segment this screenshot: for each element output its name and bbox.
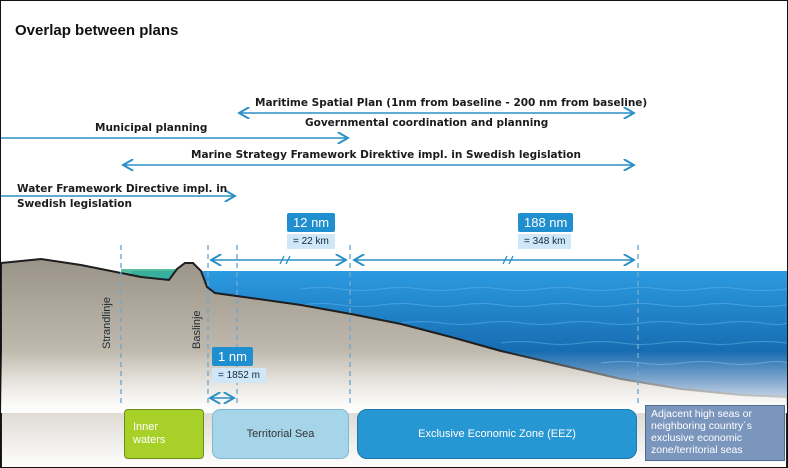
bottom-fade bbox=[1, 351, 787, 413]
zone-inner-line1: Inner bbox=[133, 421, 159, 433]
msp-label: Maritime Spatial Plan (1nm from baseline… bbox=[255, 97, 648, 109]
wfd-label-line1: Water Framework Directive impl. in bbox=[17, 183, 228, 195]
eez-nm: 188 nm bbox=[518, 213, 574, 232]
eez-distance-box: 188 nm = 348 km bbox=[518, 213, 574, 249]
zone-adjacent-line1: Adjacent high seas or bbox=[651, 408, 752, 420]
baseline-m: = 1852 m bbox=[212, 368, 266, 383]
gov-label: Governmental coordination and planning bbox=[305, 117, 549, 129]
wfd-label: Water Framework Directive impl. in Swedi… bbox=[17, 182, 227, 212]
msfd-label: Marine Strategy Framework Direktive impl… bbox=[191, 149, 581, 161]
eez-break-mark bbox=[502, 255, 514, 265]
wfd-label-line2: Swedish legislation bbox=[17, 198, 132, 210]
zone-adjacent-line3: exclusive economic bbox=[651, 432, 743, 444]
territorial-break-mark bbox=[279, 255, 291, 265]
baseline-nm: 1 nm bbox=[212, 347, 253, 366]
inner-water-strip bbox=[121, 269, 191, 278]
zone-adjacent-line4: zone/territorial seas bbox=[651, 444, 743, 456]
baseline-distance-box: 1 nm = 1852 m bbox=[212, 347, 266, 383]
baseline-label: Baslinje bbox=[191, 310, 203, 349]
eez-km: = 348 km bbox=[518, 234, 572, 249]
territorial-km: = 22 km bbox=[287, 234, 335, 249]
shoreline-label: Strandlinje bbox=[101, 297, 113, 349]
territorial-distance-box: 12 nm = 22 km bbox=[287, 213, 336, 249]
wave-lines bbox=[300, 287, 787, 365]
zone-adjacent: Adjacent high seas or neighboring countr… bbox=[645, 405, 785, 461]
zone-territorial-sea: Territorial Sea bbox=[212, 409, 349, 459]
municipal-label: Municipal planning bbox=[95, 122, 208, 134]
zone-adjacent-line2: neighboring country´s bbox=[651, 420, 752, 432]
territorial-nm: 12 nm bbox=[287, 213, 336, 232]
zone-eez: Exclusive Economic Zone (EEZ) bbox=[357, 409, 637, 459]
diagram-title: Overlap between plans bbox=[15, 22, 179, 39]
zone-inner-line2: waters bbox=[133, 434, 166, 446]
zone-inner-waters: Inner waters bbox=[124, 409, 204, 459]
